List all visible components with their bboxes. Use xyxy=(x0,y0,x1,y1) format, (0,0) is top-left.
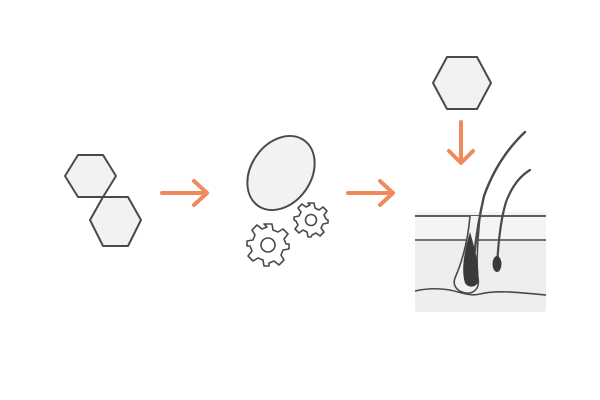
gear-small-icon xyxy=(293,202,329,238)
hair-root-icon xyxy=(492,256,502,272)
cell-with-gears xyxy=(246,134,329,267)
arrow-right-icon xyxy=(346,179,395,207)
molecule-pair xyxy=(64,154,142,247)
arrow-down-icon xyxy=(447,120,475,165)
hair-bulb-icon xyxy=(463,232,479,287)
arrow-right-icon xyxy=(160,179,209,207)
cell-icon xyxy=(246,134,316,212)
gear-large-icon xyxy=(246,223,290,267)
hexagon-bottom-icon xyxy=(89,196,142,247)
dermis-line xyxy=(414,287,547,296)
hair-shaft-secondary xyxy=(495,168,532,270)
hexagon-icon xyxy=(432,56,492,110)
hexagon-top-icon xyxy=(64,154,117,198)
skin-hair-follicle xyxy=(414,130,547,312)
